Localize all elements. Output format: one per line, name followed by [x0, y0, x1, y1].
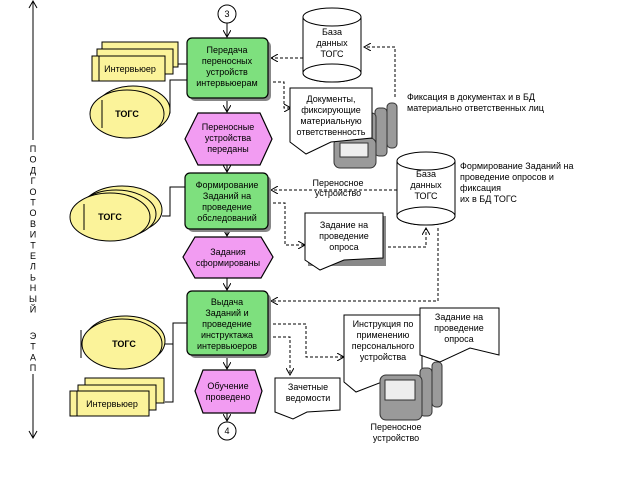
stage-letter: Т [30, 240, 36, 250]
org-togs-3[interactable]: ТОГС [80, 315, 166, 370]
connector-label: 4 [224, 426, 229, 436]
stage-letter: О [29, 208, 36, 218]
info-links [268, 47, 439, 375]
stage-letter: И [30, 230, 36, 240]
stage-letter: Й [30, 304, 36, 315]
org-interviewer-2[interactable]: Интервьюер [69, 377, 165, 417]
portable-device-icon-2 [379, 361, 443, 421]
stage-letter: Ы [29, 294, 37, 304]
stage-letter: Е [30, 251, 36, 261]
stage-letter: Т [30, 342, 36, 352]
stage-letter: Н [30, 283, 37, 293]
stage-letter: Т [30, 198, 36, 208]
stage-letter: П [30, 144, 36, 154]
stage-letter: О [29, 155, 36, 165]
stage-letter: Л [30, 262, 36, 272]
org-label: Интервьюер [104, 64, 156, 74]
org-togs-2[interactable]: ТОГС [69, 185, 163, 242]
org-togs-1[interactable]: ТОГС [89, 85, 171, 139]
stage-letter: В [30, 219, 36, 229]
connector-3[interactable]: 3 [217, 4, 237, 24]
org-label: ТОГС [115, 109, 139, 119]
stage-letter: Г [31, 176, 36, 186]
stage-letter: А [30, 352, 36, 362]
org-label: ТОГС [98, 212, 122, 222]
stage-letter: О [29, 187, 36, 197]
connector-label: 3 [224, 9, 229, 19]
org-label: ТОГС [112, 339, 136, 349]
org-label: Интервьюер [86, 399, 138, 409]
stage-letter: Д [30, 165, 36, 175]
org-interviewer-1[interactable]: Интервьюер [91, 41, 179, 82]
stage-letter: П [30, 363, 36, 373]
stage-letter: Ь [30, 272, 36, 282]
connector-4[interactable]: 4 [217, 421, 237, 441]
stage-letter: Э [30, 331, 37, 341]
